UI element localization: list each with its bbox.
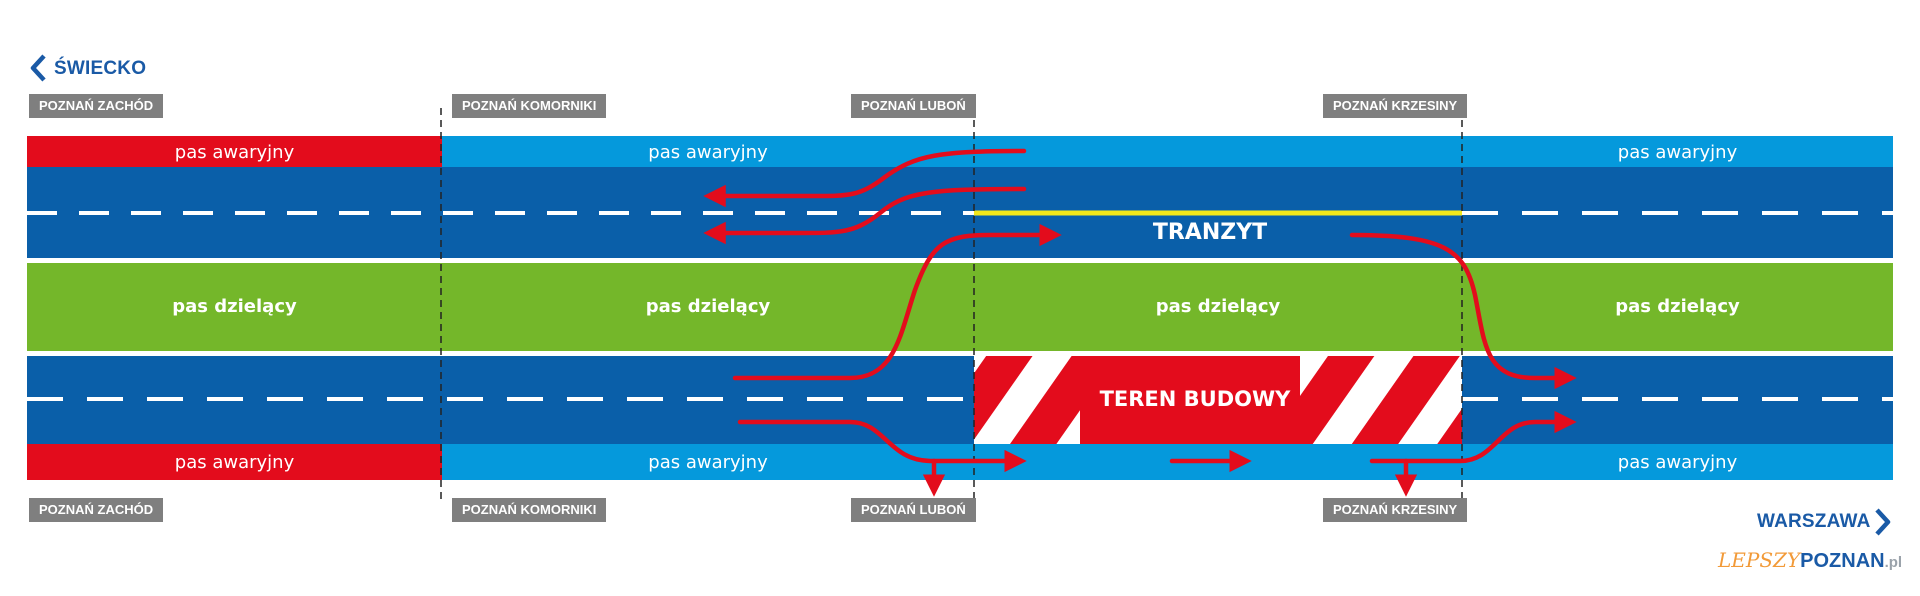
- arrow-crossover-to-transit: [732, 223, 1062, 381]
- direction-warszawa: WARSZAWA: [1757, 511, 1871, 533]
- label-top-zachod: POZNAŃ ZACHÓD: [29, 94, 164, 118]
- lower-shoulder-closed: [27, 444, 442, 480]
- label-bottom-krzesiny: POZNAŃ KRZESINY: [1323, 498, 1468, 522]
- transit-label: TRANZYT: [1152, 220, 1268, 245]
- median-label-komorniki: pas dzielący: [645, 296, 771, 317]
- upper-shoulder-label-komorniki: pas awaryjny: [648, 142, 768, 163]
- label-top-krzesiny: POZNAŃ KRZESINY: [1323, 94, 1468, 118]
- logo-part2: POZNAN: [1800, 550, 1885, 572]
- upper-shoulder-label-east: pas awaryjny: [1617, 142, 1738, 163]
- lower-shoulder-label-east: pas awaryjny: [1617, 452, 1738, 473]
- arrow-transit-return: [1349, 232, 1577, 390]
- label-top-lubon: POZNAŃ LUBOŃ: [851, 94, 976, 118]
- median-label-east: pas dzielący: [1615, 296, 1740, 317]
- median-strip: [27, 263, 1893, 351]
- construction-zone-label-bg: [1080, 356, 1300, 444]
- upper-shoulder-closed: [27, 136, 442, 167]
- lower-shoulder-open: [442, 444, 1893, 480]
- construction-label: TEREN BUDOWY: [1099, 387, 1291, 411]
- label-bottom-zachod: POZNAŃ ZACHÓD: [29, 498, 164, 522]
- label-top-komorniki: POZNAŃ KOMORNIKI: [452, 94, 607, 118]
- median-label-lubon: pas dzielący: [1155, 296, 1281, 317]
- lower-shoulder-label-komorniki: pas awaryjny: [648, 452, 768, 473]
- chevron-right-icon: [1875, 508, 1891, 536]
- arrow-shoulder-east: [1369, 410, 1577, 464]
- direction-left-label: ŚWIECKO: [54, 58, 147, 79]
- logo-part3: .pl: [1884, 554, 1903, 571]
- upper-shoulder-open: [442, 136, 1893, 167]
- lower-shoulder-label-zachod: pas awaryjny: [174, 452, 295, 473]
- direction-swiecko: ŚWIECKO: [30, 58, 146, 80]
- median-label-zachod: pas dzielący: [172, 296, 297, 317]
- arrow-shoulder-shift-west: [737, 419, 1027, 473]
- direction-right-label: WARSZAWA: [1757, 511, 1871, 532]
- label-bottom-lubon: POZNAŃ LUBOŃ: [851, 498, 976, 522]
- label-bottom-komorniki: POZNAŃ KOMORNIKI: [452, 498, 607, 522]
- arrow-westbound-lane: [703, 186, 1027, 245]
- upper-shoulder-label-zachod: pas awaryjny: [174, 142, 295, 163]
- arrow-westbound-shoulder: [703, 148, 1027, 208]
- logo-part1: LEPSZY: [1718, 548, 1801, 572]
- chevron-left-icon: [30, 54, 46, 82]
